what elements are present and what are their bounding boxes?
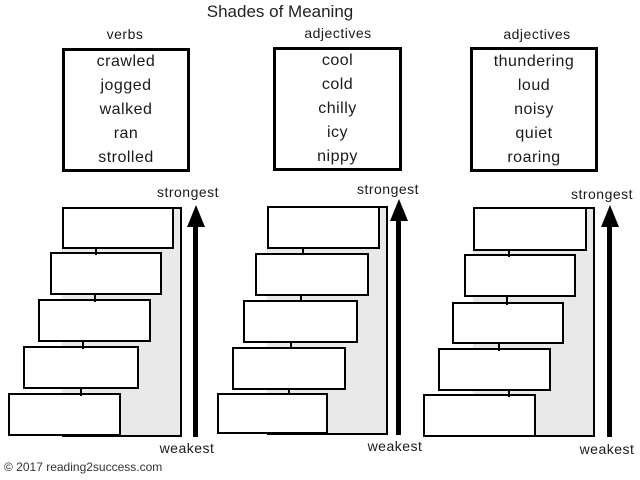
step-connector-line <box>508 389 510 397</box>
step-connector-line <box>94 293 96 302</box>
step-connector-line <box>498 342 500 351</box>
weakest-label: weakest <box>159 440 215 456</box>
word-bank-word: nippy <box>317 148 358 165</box>
arrow-up-icon <box>601 205 619 227</box>
step-connector-line <box>506 295 508 305</box>
step-connector-line <box>95 247 97 255</box>
strongest-label: strongest <box>156 184 220 200</box>
word-bank-word: cold <box>321 76 354 93</box>
word-bank-box-adjectives-2: thundering loud noisy quiet roaring <box>470 47 598 172</box>
word-bank-word: thundering <box>493 52 575 70</box>
blank-step-box <box>243 300 358 343</box>
word-bank-word: crawled <box>96 53 156 70</box>
weakest-label: weakest <box>579 441 635 457</box>
word-bank-word: jogged <box>100 77 152 94</box>
blank-step-box <box>464 254 576 297</box>
strength-arrow-line <box>193 226 198 437</box>
word-bank-word: roaring <box>507 148 561 166</box>
arrow-up-icon <box>187 205 205 227</box>
blank-step-box <box>217 393 328 434</box>
strength-arrow-line <box>396 220 401 435</box>
strongest-label: strongest <box>570 186 634 202</box>
blank-step-box <box>62 207 174 249</box>
strongest-label: strongest <box>356 181 420 197</box>
blank-step-box <box>8 393 121 436</box>
word-bank-word: chilly <box>318 100 357 117</box>
word-bank-word: quiet <box>515 124 553 142</box>
step-connector-line <box>288 388 290 395</box>
arrow-up-icon <box>390 199 408 221</box>
word-bank-word: icy <box>326 124 349 141</box>
step-connector-line <box>508 249 510 257</box>
copyright-text: © 2017 reading2success.com <box>4 460 163 474</box>
blank-step-box <box>232 347 346 390</box>
blank-step-box <box>23 346 139 389</box>
category-label-verbs: verbs <box>106 26 144 42</box>
weakest-label: weakest <box>367 438 423 454</box>
blank-step-box <box>473 207 587 251</box>
category-label-adjectives-1: adjectives <box>304 25 372 41</box>
blank-step-box <box>267 206 380 249</box>
blank-step-box <box>255 253 369 296</box>
step-connector-line <box>302 247 304 255</box>
step-connector-line <box>290 341 292 349</box>
page-title: Shades of Meaning <box>206 2 354 21</box>
blank-step-box <box>438 348 551 391</box>
word-bank-word: cool <box>321 52 354 69</box>
blank-step-box <box>452 302 564 344</box>
blank-step-box <box>423 394 536 437</box>
strength-arrow-line <box>607 226 612 437</box>
word-bank-word: strolled <box>98 149 154 166</box>
step-connector-line <box>82 340 84 349</box>
word-bank-word: ran <box>113 125 139 142</box>
blank-step-box <box>38 299 151 342</box>
step-connector-line <box>80 387 82 396</box>
blank-step-box <box>50 252 162 295</box>
word-bank-box-adjectives-1: cool cold chilly icy nippy <box>273 47 402 171</box>
word-bank-word: loud <box>517 76 551 94</box>
word-bank-box-verbs: crawled jogged walked ran strolled <box>62 48 190 172</box>
step-connector-line <box>300 294 302 302</box>
category-label-adjectives-2: adjectives <box>503 26 571 42</box>
word-bank-word: walked <box>99 101 153 118</box>
word-bank-word: noisy <box>514 100 554 118</box>
